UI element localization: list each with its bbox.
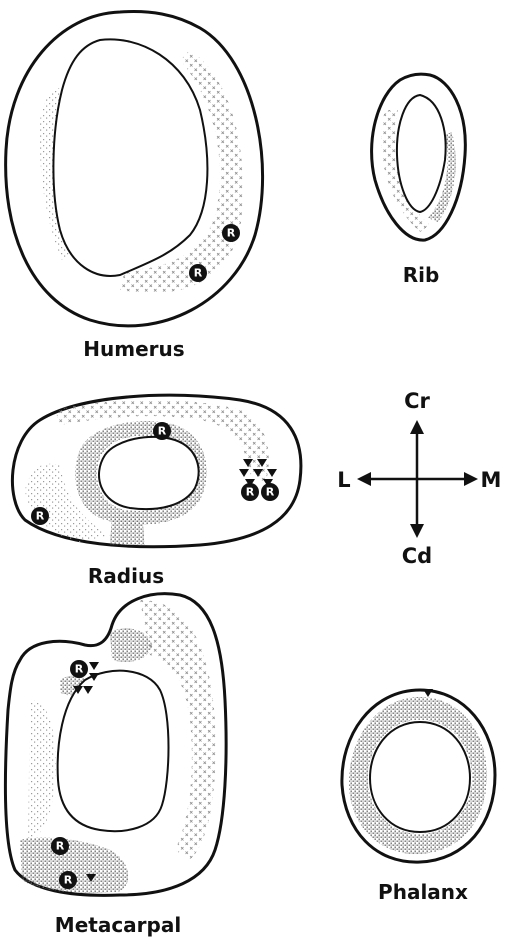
radius-r-marker-right-2: R — [261, 483, 279, 501]
rib-label: Rib — [403, 263, 440, 287]
phalanx-section — [342, 689, 495, 862]
svg-text:R: R — [36, 510, 45, 523]
metacarpal-r-marker-top: R — [70, 660, 88, 678]
radius-label: Radius — [88, 564, 164, 588]
metacarpal-r-marker-mid: R — [51, 837, 69, 855]
lateral-label: L — [337, 468, 350, 492]
humerus-section: R R — [6, 12, 263, 326]
phalanx-canal — [370, 722, 470, 832]
metacarpal-r-marker-bottom: R — [59, 871, 77, 889]
svg-text:R: R — [266, 486, 275, 499]
metacarpal-canal — [58, 671, 169, 831]
arrow-left-icon — [357, 472, 371, 486]
humerus-r-marker-1: R — [222, 224, 240, 242]
radius-dense-band — [110, 515, 145, 545]
svg-text:R: R — [75, 663, 84, 676]
svg-text:R: R — [246, 486, 255, 499]
cranial-label: Cr — [404, 389, 430, 413]
radius-canal — [99, 437, 199, 509]
radius-section: R R R R — [12, 395, 300, 547]
rib-section — [372, 74, 466, 240]
metacarpal-section: R R R — [5, 594, 226, 896]
arrow-down-icon — [410, 524, 424, 538]
svg-text:R: R — [64, 874, 73, 887]
svg-text:R: R — [194, 267, 203, 280]
radius-r-marker-left: R — [31, 507, 49, 525]
svg-text:R: R — [227, 227, 236, 240]
humerus-label: Humerus — [83, 337, 184, 361]
humerus-r-marker-2: R — [189, 264, 207, 282]
arrow-right-icon — [464, 472, 478, 486]
svg-text:R: R — [158, 425, 167, 438]
arrow-up-icon — [410, 420, 424, 434]
radius-r-marker-top: R — [153, 422, 171, 440]
metacarpal-label: Metacarpal — [55, 913, 181, 937]
medial-label: M — [481, 468, 502, 492]
orientation-compass — [357, 420, 478, 538]
svg-text:R: R — [56, 840, 65, 853]
phalanx-label: Phalanx — [378, 880, 468, 904]
caudal-label: Cd — [402, 544, 432, 568]
